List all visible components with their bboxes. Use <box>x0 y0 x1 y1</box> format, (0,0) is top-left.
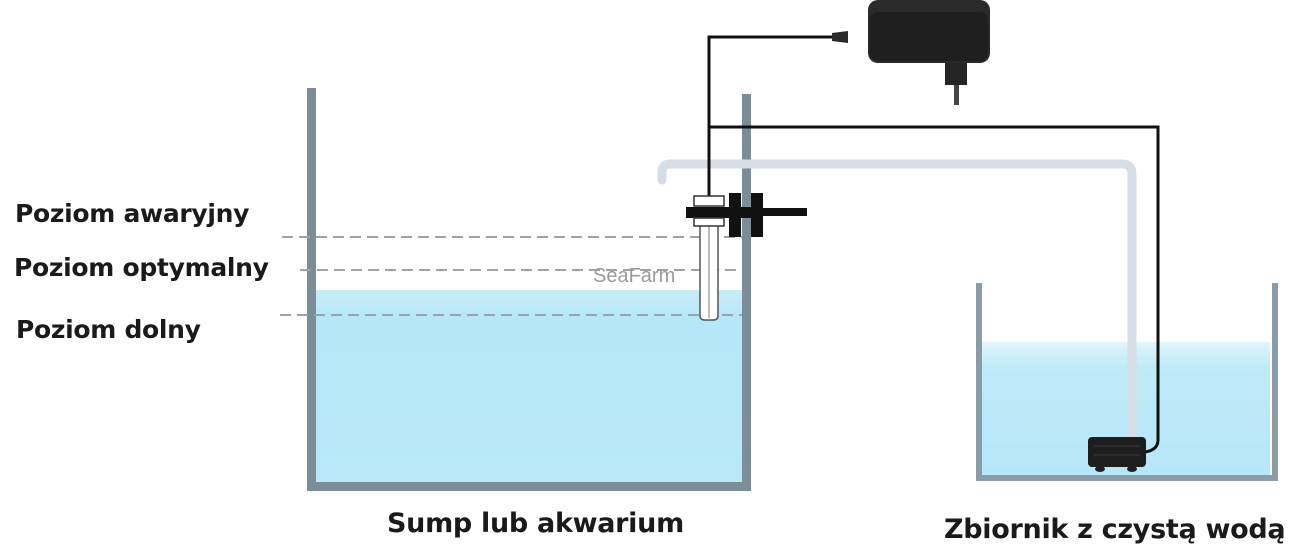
adapter-cable <box>707 35 838 200</box>
level-sensor-icon <box>686 193 807 321</box>
sump-caption: Sump lub akwarium <box>387 508 684 539</box>
watermark: SeaFarm <box>593 265 676 287</box>
sump-tank <box>307 88 751 491</box>
cables <box>707 35 1160 454</box>
sump-water <box>315 290 743 482</box>
pump-cable <box>709 125 1160 454</box>
water-tube <box>657 159 1137 450</box>
pump-icon <box>1088 437 1146 472</box>
reservoir-tank <box>976 283 1278 481</box>
optimal-level-label: Poziom optymalny <box>14 253 269 282</box>
level-lines <box>280 236 742 316</box>
emergency-level-label: Poziom awaryjny <box>15 199 250 228</box>
low-level-label: Poziom dolny <box>16 315 201 344</box>
power-adapter-icon <box>832 0 990 105</box>
reservoir-caption: Zbiornik z czystą wodą <box>944 514 1286 545</box>
